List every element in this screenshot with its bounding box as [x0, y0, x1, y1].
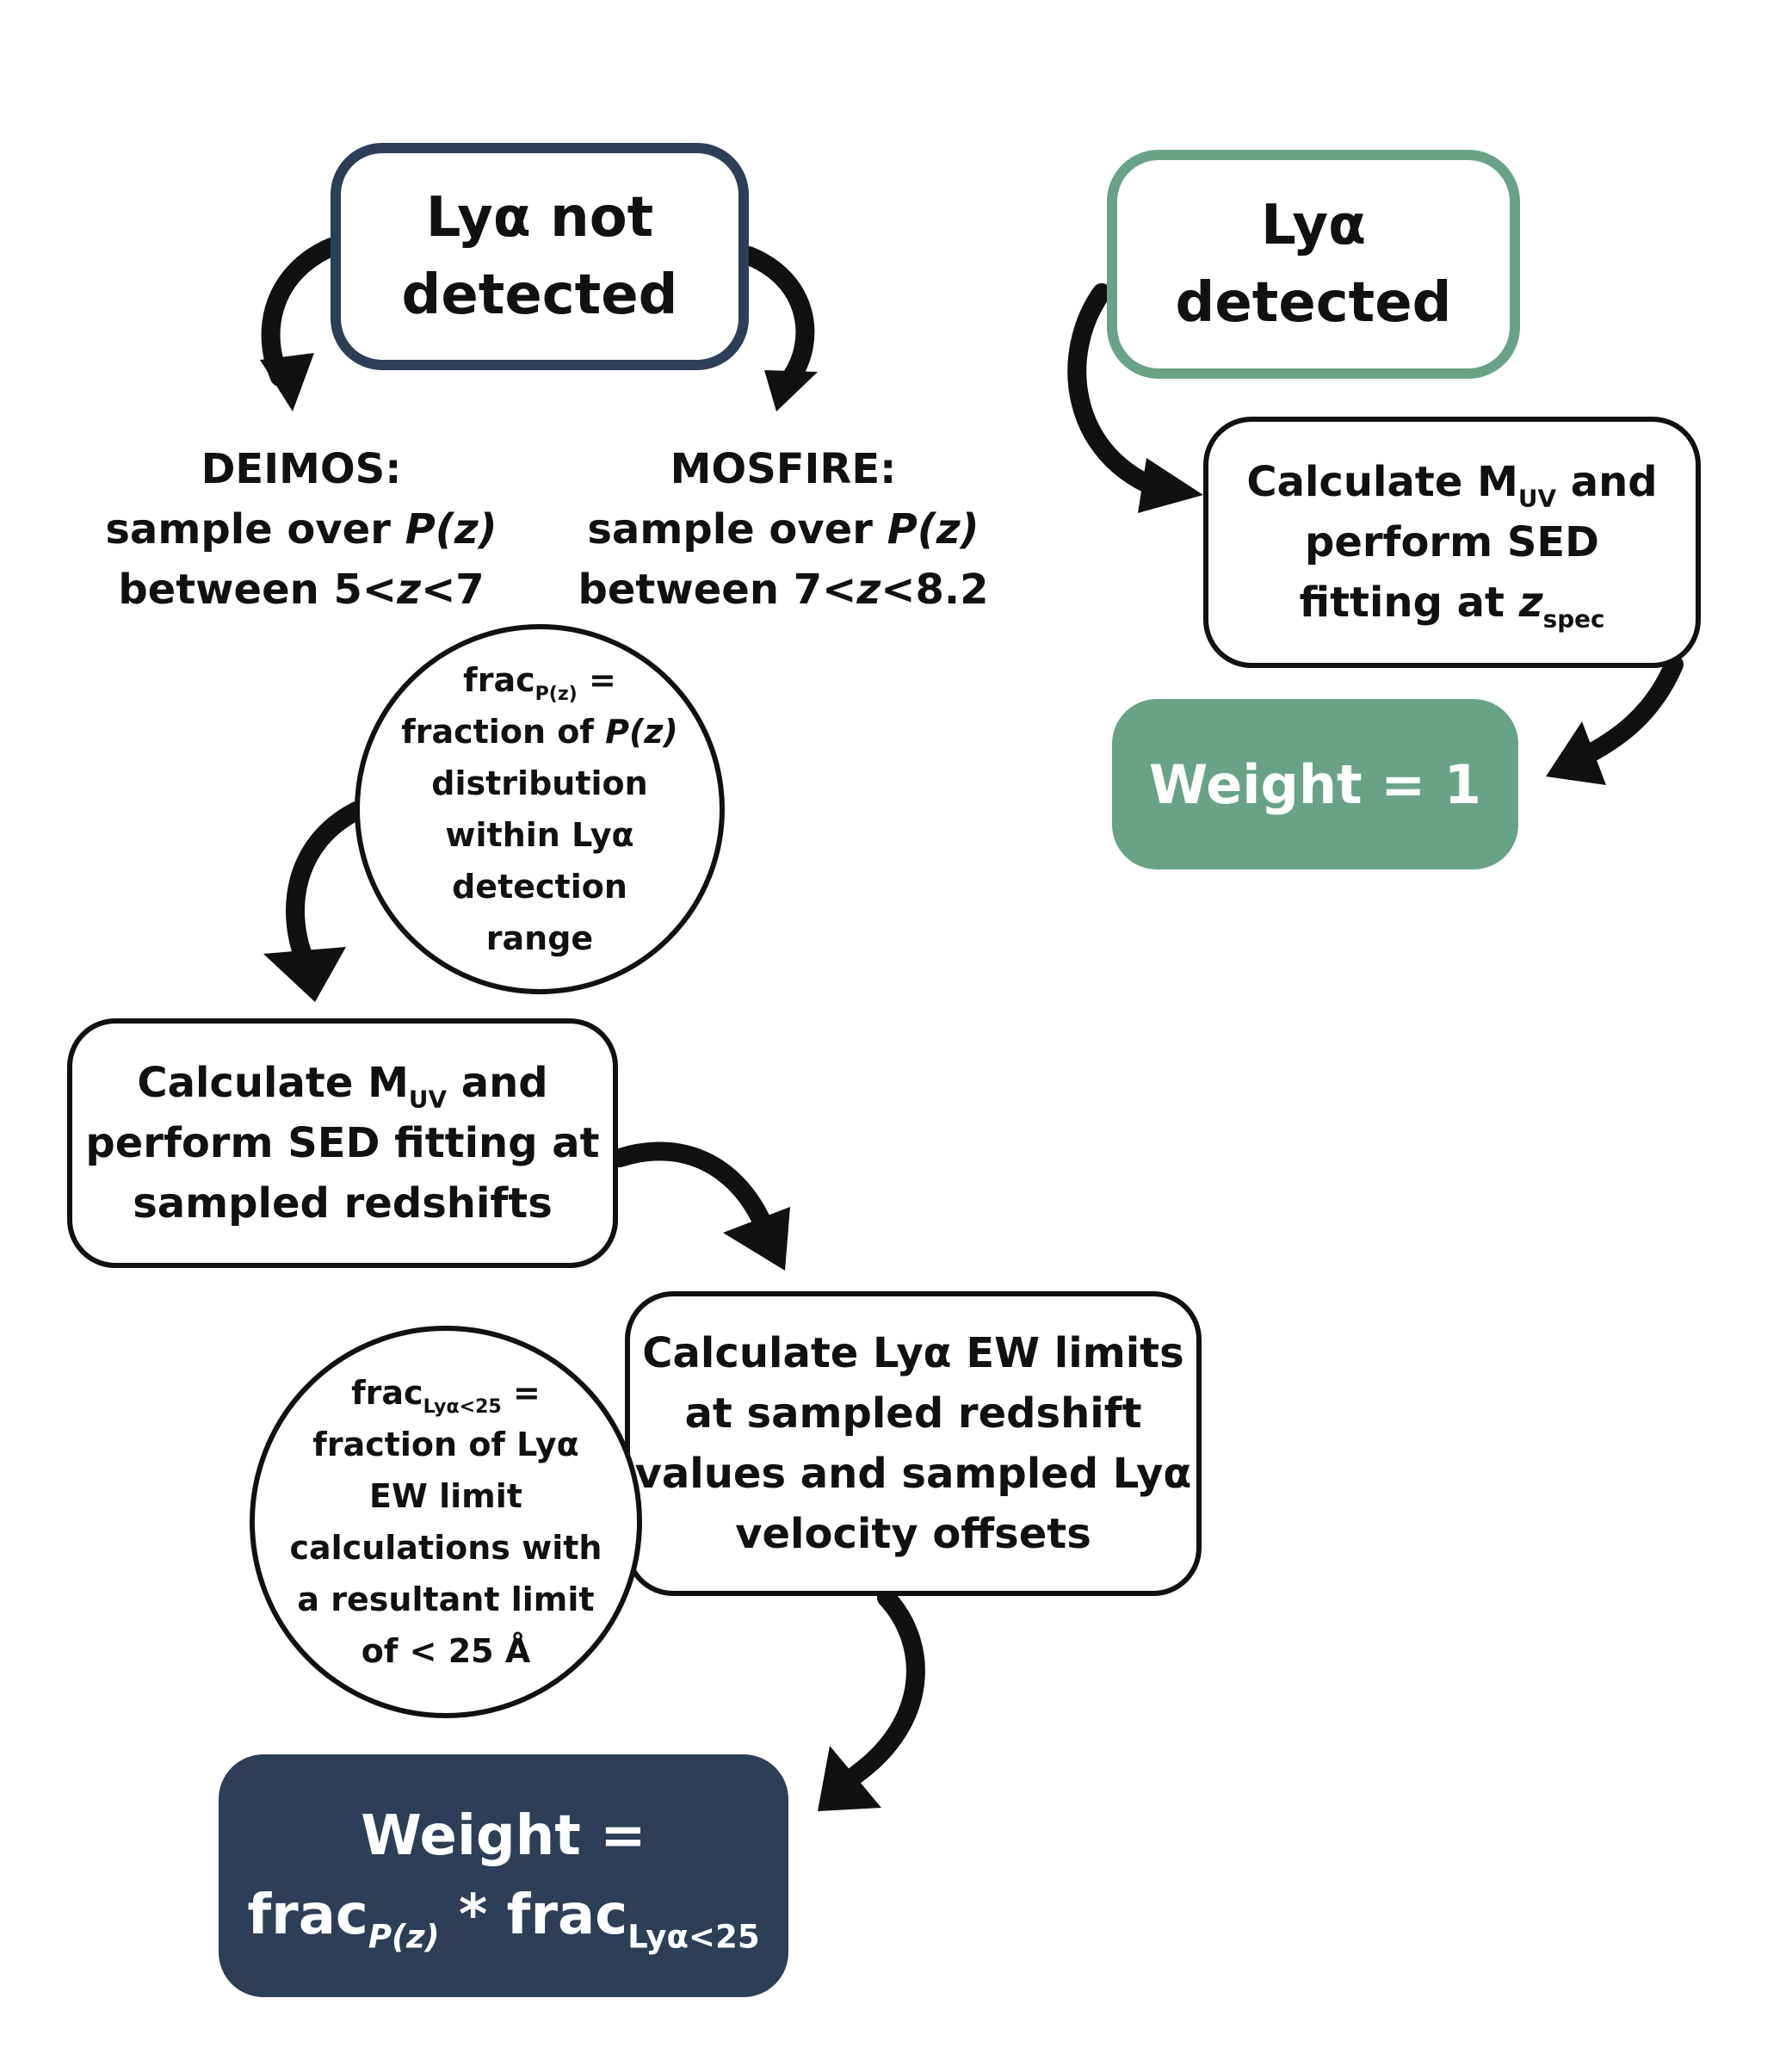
arrowhead-mosfire [764, 370, 818, 411]
frac-lya-l3: EW limit [369, 1477, 522, 1515]
weight-frac-sub1: P(z) [368, 1918, 440, 1956]
detected-line2: detected [1175, 271, 1452, 335]
mosfire-pz: P(z) [887, 505, 979, 554]
arrow-ld-sed [1067, 283, 1173, 500]
ew-l3: values and sampled Lyα [634, 1450, 1192, 1498]
sed-sampled-l1a: Calculate M [137, 1059, 409, 1107]
weight-frac-l2: fracP(z) * fracLyα<25 [247, 1876, 759, 1955]
weight-frac-box: Weight = fracP(z) * fracLyα<25 [219, 1754, 788, 1997]
ew-l1: Calculate Lyα EW limits [642, 1329, 1184, 1377]
sed-sampled-l2: perform SED fitting at [85, 1119, 600, 1167]
sed-spec-l1: Calculate MUV and [1246, 452, 1657, 512]
frac-pz-l2b: P(z) [605, 713, 678, 751]
sed-sampled-l1: Calculate MUV and [137, 1053, 547, 1113]
ew-l4: velocity offsets [735, 1510, 1091, 1558]
mosfire-title: MOSFIRE: [670, 445, 897, 493]
weight-frac-sub2: Lyα<25 [627, 1918, 760, 1956]
sed-spec-l3a: fitting at [1299, 578, 1519, 627]
frac-pz-l3: distribution [431, 764, 648, 802]
arrowhead-w2 [818, 1746, 881, 1811]
mosfire-range-z: z [856, 566, 881, 614]
deimos-sample: sample over P(z) [105, 499, 497, 560]
frac-pz-sub: P(z) [535, 683, 578, 705]
frac-pz-frac: frac [463, 661, 535, 699]
lya-detected-box: Lyα detected [1107, 150, 1520, 379]
frac-pz-l5: detection [452, 868, 627, 906]
arrowhead-deimos [260, 353, 314, 411]
weight-frac-frac1: frac [247, 1884, 368, 1947]
sed-spec-l1b: and [1556, 458, 1658, 506]
weight-one-label: Weight = 1 [1149, 752, 1481, 816]
frac-lya-l2: fraction of Lyα [312, 1426, 579, 1463]
mosfire-sample: sample over P(z) [587, 499, 979, 560]
deimos-step: DEIMOS: sample over P(z) between 5<z<7 [95, 439, 508, 620]
mosfire-range-b: <8.2 [881, 566, 989, 614]
weight-frac-frac2: * frac [439, 1884, 628, 1947]
deimos-pz: P(z) [405, 505, 497, 554]
arrow-sed2-ew [610, 1141, 774, 1236]
sed-sampled-sub: UV [408, 1085, 447, 1114]
sed-spec-l1a: Calculate M [1246, 458, 1518, 506]
frac-lya-l4: calculations with [289, 1529, 602, 1567]
deimos-title: DEIMOS: [201, 445, 402, 493]
frac-lya-l1: fracLyα<25 = [351, 1367, 541, 1419]
mosfire-sample-text: sample over [587, 505, 887, 554]
frac-lya-l6: of < 25 Å [361, 1632, 531, 1670]
deimos-range-b: <7 [421, 566, 485, 614]
frac-lya-sub: Lyα<25 [423, 1395, 502, 1418]
frac-pz-l2: fraction of P(z) [401, 706, 678, 758]
deimos-sample-text: sample over [105, 505, 405, 554]
arrowhead-ld-sed [1138, 458, 1203, 513]
arrowhead-w1 [1546, 721, 1606, 785]
sed-spec-l3: fitting at zspec [1299, 572, 1604, 633]
sed-sampled-l1b: and [447, 1059, 548, 1107]
mosfire-range: between 7<z<8.2 [578, 560, 989, 620]
lya-not-detected-box: Lyα not detected [331, 143, 749, 370]
weight-frac-l1: Weight = [361, 1804, 646, 1868]
frac-lya-l5: a resultant limit [297, 1580, 595, 1618]
arrowhead-circ1 [263, 947, 346, 1002]
frac-pz-eq: = [577, 661, 616, 699]
sed-spec-sub: UV [1517, 484, 1556, 513]
frac-pz-l2a: fraction of [401, 713, 606, 751]
arrow-ew-w2 [846, 1588, 925, 1785]
frac-pz-l1: fracP(z) = [463, 654, 616, 706]
arrow-nd-mosfire [739, 246, 815, 388]
not-detected-line2: detected [401, 263, 678, 327]
sed-spec-box: Calculate MUV and perform SED fitting at… [1203, 417, 1701, 668]
sed-sampled-l3: sampled redshifts [133, 1179, 553, 1228]
deimos-range-a: between 5< [118, 566, 398, 614]
frac-lya-eq: = [501, 1374, 541, 1412]
frac-lya-frac: frac [351, 1374, 423, 1412]
frac-pz-l6: range [485, 919, 594, 957]
detected-line1: Lyα [1260, 194, 1367, 257]
sed-spec-zsub: spec [1542, 604, 1605, 634]
ew-limits-box: Calculate Lyα EW limits at sampled redsh… [625, 1291, 1202, 1596]
weight-one-box: Weight = 1 [1112, 699, 1518, 869]
not-detected-line1: Lyα not [425, 186, 654, 250]
frac-pz-circle: fracP(z) = fraction of P(z) distribution… [355, 624, 725, 994]
ew-l2: at sampled redshift [684, 1389, 1142, 1438]
sed-sampled-box: Calculate MUV and perform SED fitting at… [67, 1018, 618, 1268]
frac-pz-l4: within Lyα [445, 816, 634, 854]
sed-spec-l2: perform SED [1304, 518, 1600, 566]
deimos-range-z: z [397, 566, 422, 614]
deimos-range: between 5<z<7 [118, 560, 484, 620]
arrow-circ1-sed2 [286, 801, 366, 974]
arrowhead-sed2 [723, 1207, 790, 1271]
mosfire-range-a: between 7< [578, 566, 857, 614]
sed-spec-z: z [1518, 578, 1543, 627]
mosfire-step: MOSFIRE: sample over P(z) between 7<z<8.… [568, 439, 998, 620]
frac-lya-circle: fracLyα<25 = fraction of Lyα EW limit ca… [250, 1326, 642, 1718]
